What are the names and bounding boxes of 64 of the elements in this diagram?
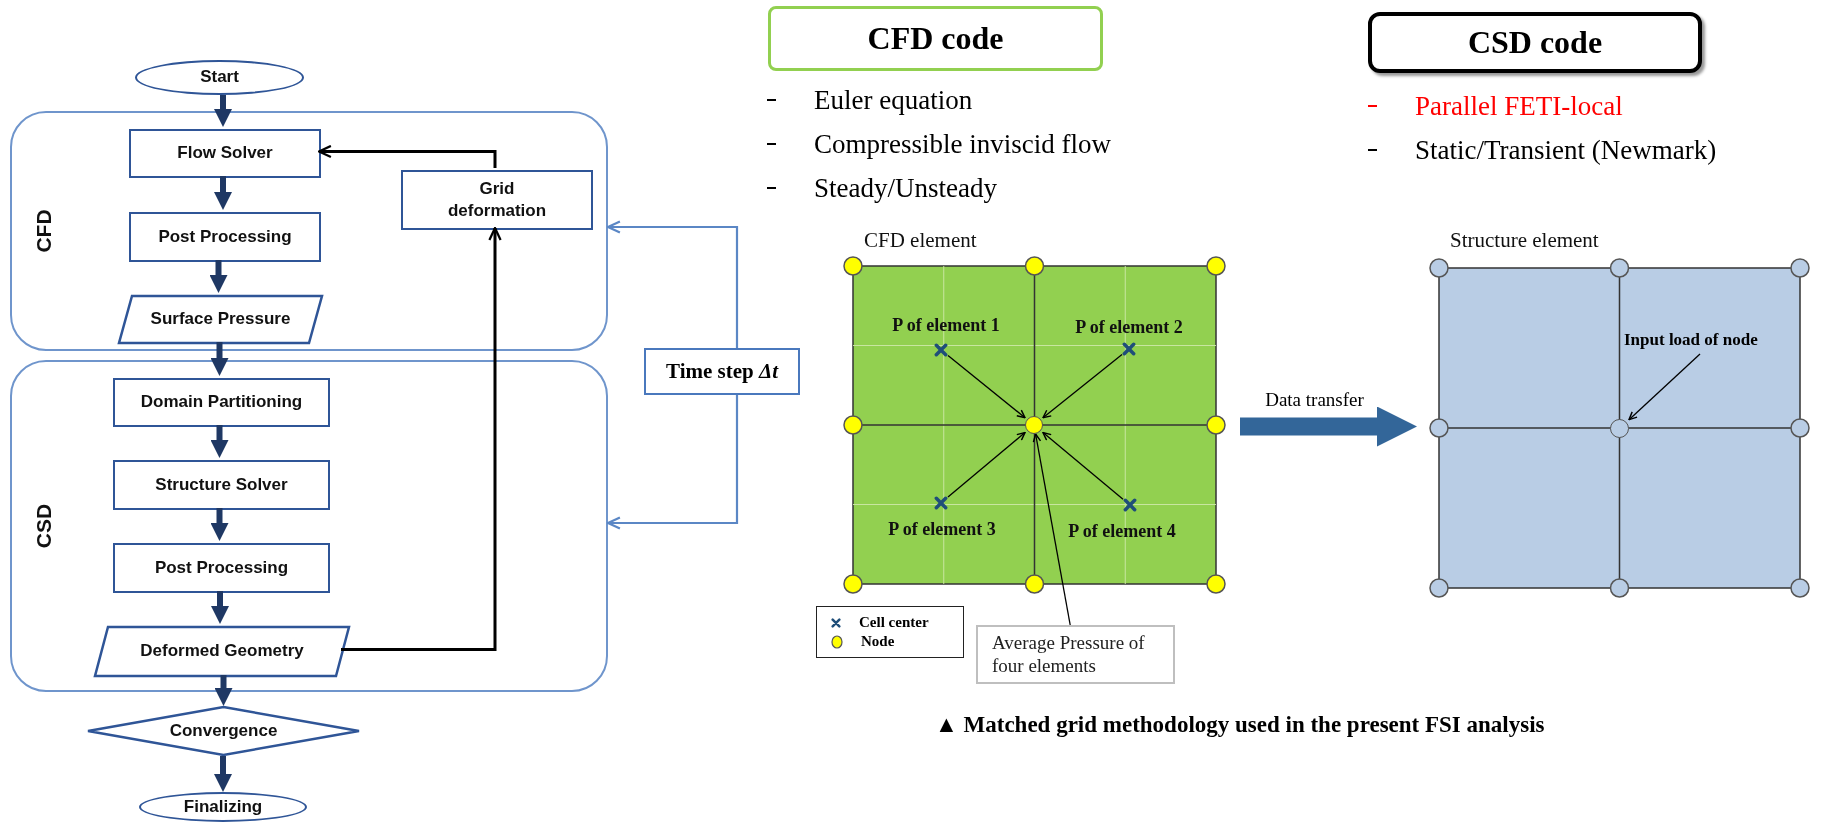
arrow	[214, 95, 232, 127]
step-label: Surface Pressure	[150, 308, 291, 331]
step-label: Post Processing	[158, 225, 292, 248]
title-box	[1368, 12, 1702, 73]
arrow	[210, 342, 229, 376]
arrow	[209, 260, 228, 293]
note-box	[976, 625, 1175, 684]
element-label: P of element 1	[892, 314, 1000, 336]
arrow	[606, 395, 739, 530]
group-label: CSD	[32, 503, 57, 549]
callout-label: Input load of node	[1624, 330, 1802, 354]
step-label: Structure Solver	[155, 473, 288, 496]
process-box	[644, 348, 800, 395]
leader-arrow	[947, 431, 1026, 498]
leader-arrow	[1042, 353, 1123, 419]
bullet-text: Static/Transient (Newmark)	[1415, 134, 1717, 166]
step-label: Convergence	[169, 719, 278, 742]
note-text: Average Pressure of four elements	[992, 631, 1146, 678]
arrow	[214, 756, 232, 792]
bullet-text: Euler equation	[814, 84, 973, 116]
step-label: Post Processing	[154, 556, 289, 579]
process-box	[113, 460, 330, 510]
legend-label: Node	[861, 633, 895, 650]
arrow	[606, 220, 739, 348]
arrow	[211, 591, 229, 624]
arrow	[210, 508, 229, 541]
process-box	[113, 543, 330, 593]
process-box	[129, 212, 321, 262]
grid-heading: Structure element	[1450, 228, 1599, 253]
legend-label: Cell center	[859, 614, 929, 631]
element-label: P of element 4	[1068, 520, 1176, 542]
group-label: CFD	[31, 209, 56, 253]
step-label: Flow Solver	[177, 142, 273, 165]
element-label: P of element 2	[1075, 316, 1183, 338]
arrow	[214, 675, 233, 706]
title-box	[768, 6, 1103, 71]
title-text: CFD code	[867, 20, 1004, 57]
arrow	[214, 176, 232, 210]
grid-heading: CFD element	[864, 228, 977, 253]
arrow	[210, 425, 229, 458]
caption: ▲ Matched grid methodology used in the present FSI analysis	[935, 712, 1545, 738]
group-panel	[10, 360, 608, 692]
arrow	[317, 144, 497, 168]
block-arrow	[1240, 406, 1417, 447]
bullet-text: Steady/Unsteady	[814, 172, 997, 204]
leader-arrow	[947, 354, 1026, 419]
step-label: Time step Δt	[666, 359, 778, 384]
terminal-label: Finalizing	[183, 795, 263, 818]
process-box	[113, 378, 330, 427]
arrow	[341, 226, 502, 651]
process-box	[129, 129, 321, 178]
bullet-text: Parallel FETI-local	[1415, 90, 1623, 122]
leader-arrow	[1628, 353, 1701, 421]
element-label: P of element 3	[888, 518, 996, 540]
step-label: Domain Partitioning	[140, 391, 303, 414]
process-box	[401, 170, 593, 230]
step-label: Grid deformation	[446, 177, 548, 222]
step-label: Deformed Geometry	[140, 640, 304, 663]
leader-arrow	[1032, 433, 1071, 626]
group-panel	[10, 111, 608, 351]
leader-arrow	[1042, 431, 1124, 500]
bullet-text: Compressible inviscid flow	[814, 128, 1111, 160]
title-text: CSD code	[1467, 24, 1603, 61]
terminal-label: Start	[200, 66, 239, 89]
